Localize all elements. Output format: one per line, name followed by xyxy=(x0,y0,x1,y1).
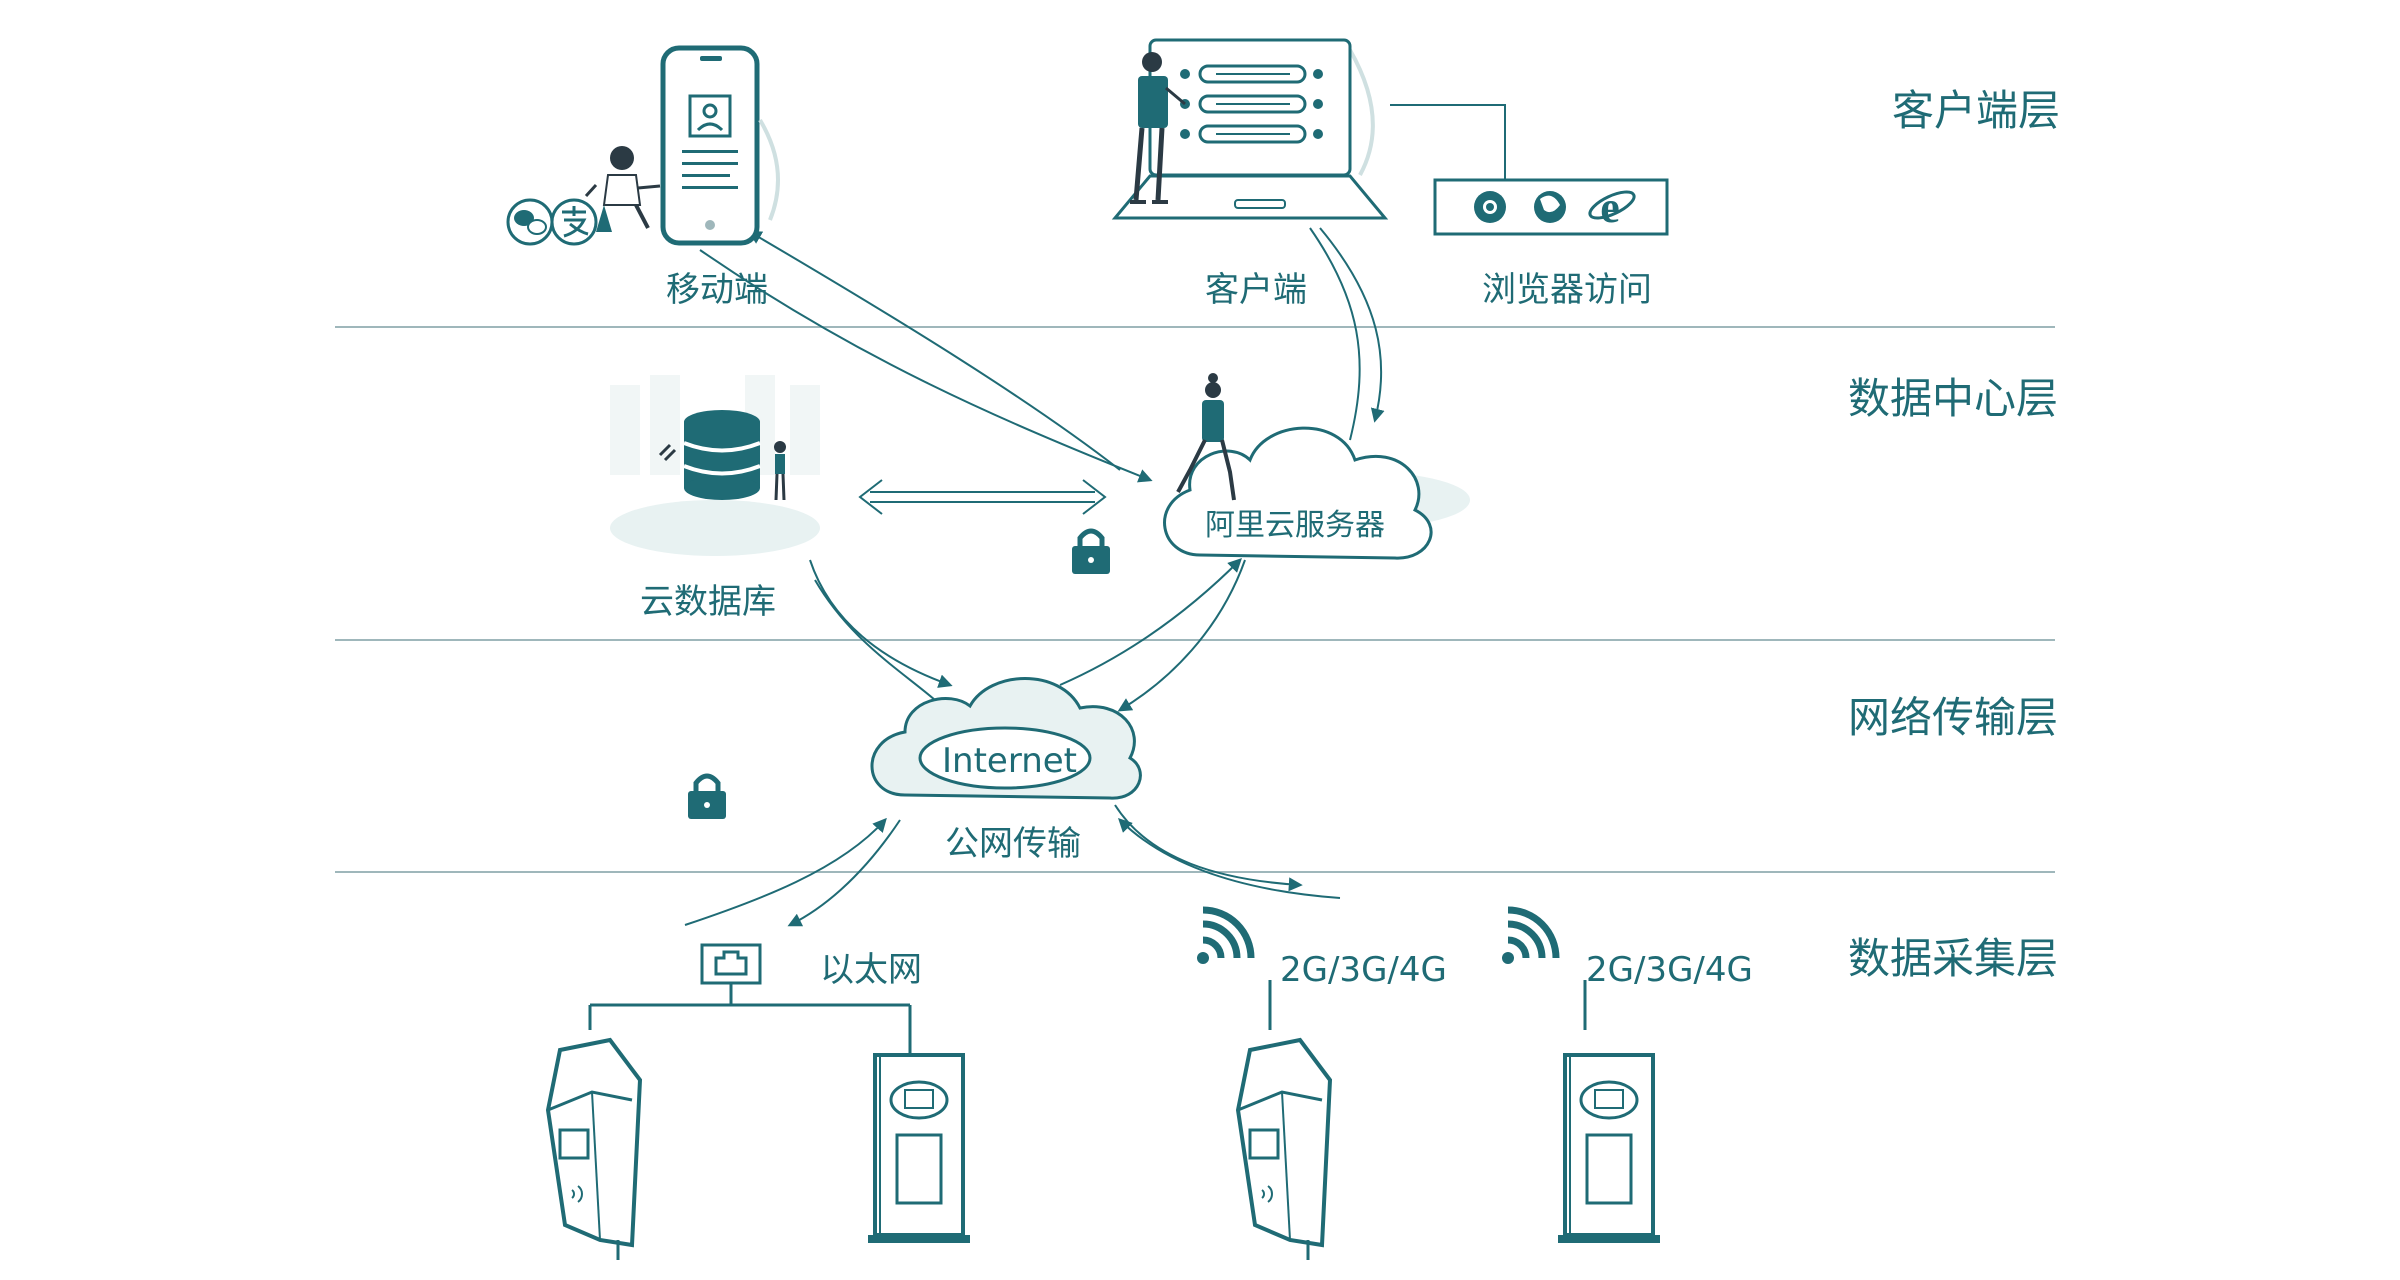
wechat-icon xyxy=(506,198,554,246)
mobile-network-label-1: 2G/3G/4G xyxy=(1280,950,1447,990)
flow-db-to-internet-2 xyxy=(814,579,936,701)
internet-label: Internet xyxy=(942,741,1078,781)
flow-aliyun-to-mobile xyxy=(699,249,1153,483)
flow-internet-to-ethernet-2 xyxy=(787,819,901,927)
ethernet-tree-lines xyxy=(588,983,912,1055)
firefox-icon xyxy=(1534,191,1566,223)
layer-label-collection: 数据采集层 xyxy=(1848,934,2059,983)
client-label: 客户端 xyxy=(1205,270,1307,310)
wifi-signal-icon xyxy=(1197,906,1255,964)
chrome-icon xyxy=(1474,191,1506,223)
mobile-label: 移动端 xyxy=(666,270,768,310)
pillar-charger-2 xyxy=(1558,1053,1660,1243)
layer-label-client: 客户端层 xyxy=(1892,86,2061,135)
wifi-signal-icon xyxy=(1502,906,1560,964)
aliyun-cloud-illustration xyxy=(1163,373,1470,560)
svg-text:e: e xyxy=(1600,183,1620,232)
flow-aliyun-to-internet-2 xyxy=(1117,559,1246,712)
flow-lines xyxy=(684,227,1385,927)
flow-4g-to-internet-1 xyxy=(1118,818,1341,899)
cloud-database-illustration xyxy=(610,375,820,556)
db-person-illustration xyxy=(774,441,786,501)
flow-laptop-to-aliyun-1 xyxy=(1309,227,1361,441)
ethernet-label: 以太网 xyxy=(820,950,922,990)
wall-charger-1 xyxy=(545,1037,643,1260)
ie-icon: e xyxy=(1588,183,1636,232)
database-icon xyxy=(683,410,761,500)
browser-label: 浏览器访问 xyxy=(1482,270,1652,310)
alipay-icon xyxy=(550,198,598,246)
laptop-browser-connector xyxy=(1390,104,1506,180)
db-aliyun-sync-arrow xyxy=(858,479,1107,515)
client-person-illustration xyxy=(1130,52,1186,204)
wall-charger-2 xyxy=(1235,1037,1333,1260)
aliyun-server-label: 阿里云服务器 xyxy=(1205,508,1385,543)
layer-label-network: 网络传输层 xyxy=(1848,693,2059,742)
laptop-illustration xyxy=(1111,38,1389,220)
flow-ethernet-to-internet-1 xyxy=(684,817,887,926)
flow-db-to-internet-1 xyxy=(809,559,953,688)
lock-icon xyxy=(1072,528,1110,574)
internet-cloud-illustration xyxy=(870,677,1142,800)
public-network-label: 公网传输 xyxy=(945,824,1081,864)
flow-internet-to-4g-2 xyxy=(1114,804,1303,892)
pillar-charger-1 xyxy=(868,1053,970,1243)
aliyun-person-illustration xyxy=(1176,373,1236,501)
separator-client-datacenter xyxy=(335,326,2055,328)
mobile-phone-illustration xyxy=(660,45,780,246)
layer-label-datacenter: 数据中心层 xyxy=(1848,374,2059,423)
flow-mobile-to-aliyun xyxy=(747,230,1121,471)
mobile-network-label-2: 2G/3G/4G xyxy=(1586,950,1753,990)
ethernet-port-icon xyxy=(700,943,762,985)
cloud-db-label: 云数据库 xyxy=(640,582,776,622)
separator-network-collection xyxy=(335,871,2055,873)
mobile-person-illustration xyxy=(584,146,661,232)
browser-icons-box: e xyxy=(1433,178,1669,236)
flow-internet-to-aliyun-1 xyxy=(1059,558,1242,686)
lock-icon xyxy=(688,773,726,819)
separator-datacenter-network xyxy=(335,639,2055,641)
flow-laptop-to-aliyun-2 xyxy=(1319,227,1385,423)
